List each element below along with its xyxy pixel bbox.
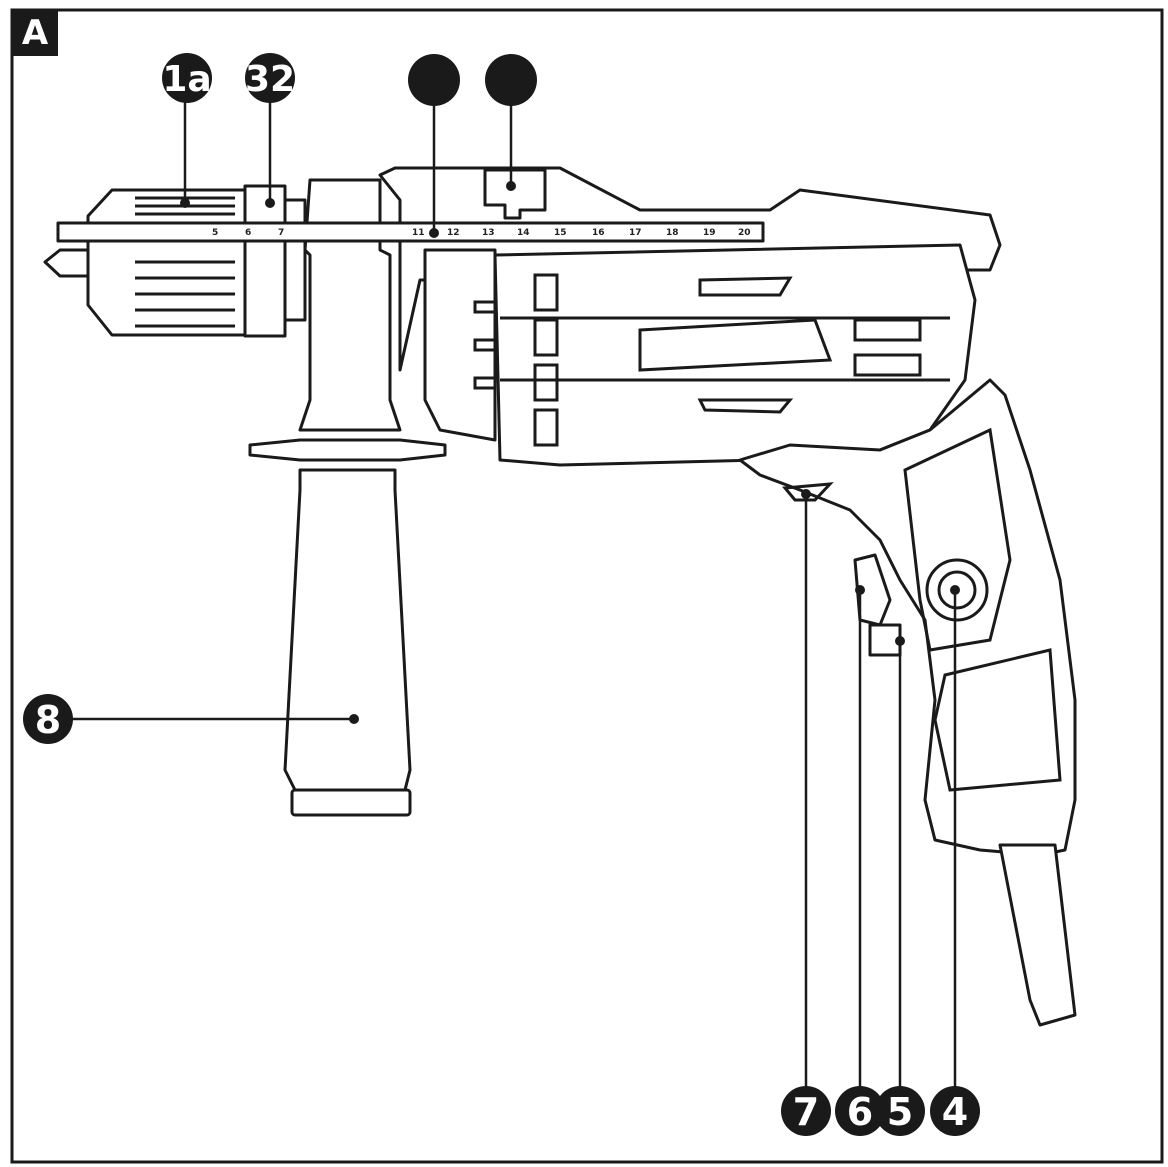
mode-selector [483, 168, 547, 220]
svg-text:7: 7 [793, 1090, 819, 1134]
scale-label-20: 20 [738, 228, 751, 238]
scale-label-7: 7 [278, 228, 284, 238]
chuck-tip [43, 248, 90, 278]
lock-button [868, 623, 902, 657]
aux-handle-cap [290, 788, 412, 817]
scale-label-18: 18 [666, 228, 679, 238]
diagram-border [10, 8, 1164, 1164]
scale-label-16: 16 [592, 228, 605, 238]
leader-dots [180, 181, 960, 724]
scale-label-19: 19 [703, 228, 716, 238]
callout-8: 8 [23, 694, 73, 744]
callout-blank-right [485, 54, 537, 106]
callout-4: 4 [930, 1086, 980, 1136]
scale-label-5: 5 [212, 228, 218, 238]
scale-label-17: 17 [629, 228, 642, 238]
depth-scale: 5 6 7 11 12 13 14 15 16 17 18 19 20 [212, 228, 751, 238]
scale-label-12: 12 [447, 228, 460, 238]
callout-1a: 1a [162, 53, 212, 103]
svg-text:6: 6 [847, 1090, 873, 1134]
panel-label: A [12, 10, 58, 56]
scale-label-13: 13 [482, 228, 495, 238]
scale-label-11: 11 [412, 228, 425, 238]
svg-text:8: 8 [35, 698, 61, 742]
callout-3-2: 32 [245, 53, 295, 103]
scale-label-6: 6 [245, 228, 251, 238]
leader-lines [70, 100, 957, 1095]
aux-handle-guard [248, 438, 447, 462]
callout-6: 6 [835, 1086, 885, 1136]
power-cord [998, 843, 1077, 1027]
scale-label-15: 15 [554, 228, 567, 238]
aux-handle-grip [283, 468, 412, 792]
housing-details [135, 196, 1062, 792]
aux-handle-clamp [298, 178, 402, 432]
depth-gauge-rod [56, 221, 765, 243]
svg-text:4: 4 [942, 1090, 968, 1134]
svg-text:1a: 1a [162, 59, 211, 100]
svg-text:5: 5 [887, 1090, 913, 1134]
chuck-collar [243, 184, 287, 338]
svg-text:32: 32 [245, 59, 295, 100]
chuck-neck [283, 198, 307, 322]
callout-7: 7 [781, 1086, 831, 1136]
callout-5: 5 [875, 1086, 925, 1136]
scale-label-14: 14 [517, 228, 530, 238]
callout-blank-left [408, 54, 460, 106]
front-collar [423, 248, 497, 442]
